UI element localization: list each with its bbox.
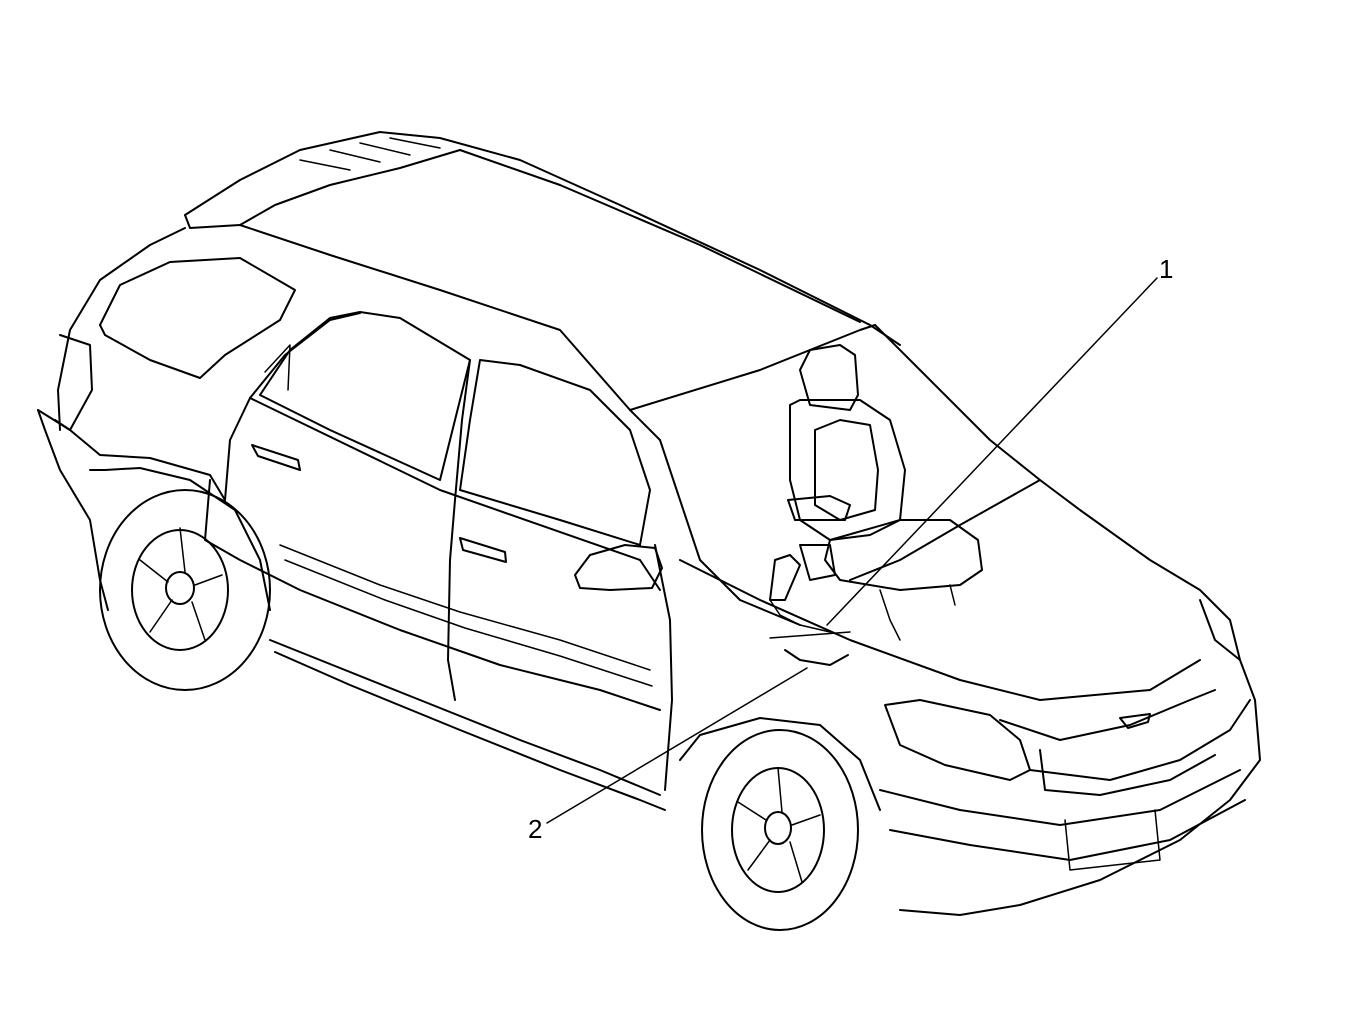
vehicle-body-side [204, 359, 666, 811]
callout-1-label: 1 [1159, 254, 1173, 284]
callout-2-label: 2 [528, 814, 542, 844]
front-wheel [679, 717, 881, 931]
driver-seat [769, 344, 983, 666]
vehicle-side-windows [249, 311, 651, 546]
rear-wheel [89, 467, 271, 691]
callout-leaders [546, 277, 1158, 824]
vehicle-rear [37, 227, 296, 611]
callout-2-leader [546, 667, 808, 824]
vehicle-front [574, 324, 1261, 916]
vehicle-roof [184, 131, 901, 411]
callout-1-leader [826, 277, 1158, 626]
